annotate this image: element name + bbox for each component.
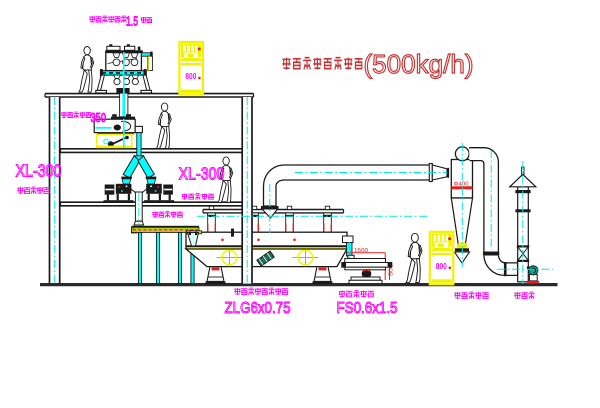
svg-text:800: 800: [185, 71, 196, 81]
svg-text:(500kg/h): (500kg/h): [364, 49, 474, 79]
svg-text:ZLG6x0.75: ZLG6x0.75: [225, 300, 291, 317]
svg-text:800: 800: [436, 261, 447, 271]
svg-text:1500: 1500: [354, 248, 368, 254]
svg-text:1.5: 1.5: [126, 14, 138, 29]
svg-text:FS0.6x1.5: FS0.6x1.5: [337, 300, 398, 317]
svg-text:Φ400: Φ400: [454, 182, 469, 188]
svg-text:XL-300: XL-300: [179, 164, 225, 184]
svg-text:XL-300: XL-300: [16, 161, 62, 181]
svg-text:350: 350: [91, 111, 107, 125]
svg-text:500: 500: [389, 264, 395, 276]
